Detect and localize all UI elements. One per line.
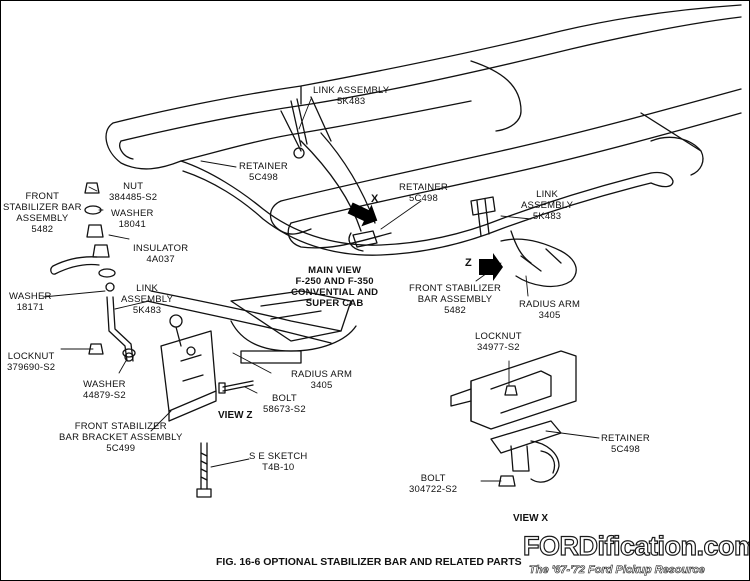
figure-caption: FIG. 16-6 OPTIONAL STABILIZER BAR AND RE… [216,556,522,568]
stabilizer-bar-main [180,160,674,256]
arrow-x-letter: X [371,193,379,205]
view-x-drawing [450,350,577,487]
view-z-drawing [50,182,357,498]
view-x-label: VIEW X [513,513,549,524]
view-z-label: VIEW Z [218,410,253,421]
watermark-brand: FORDification.com [522,530,750,561]
leader-lines [42,98,600,482]
view-arrows [347,202,503,281]
frame-rail-lower [269,88,742,249]
watermark-tagline: The '67-'72 Ford Pickup Resource [529,564,705,577]
frame-rail-upper [105,4,742,170]
arrow-z-letter: Z [465,257,472,269]
main-view-title: MAIN VIEW F-250 AND F-350 CONVENTIAL AND… [291,265,379,309]
